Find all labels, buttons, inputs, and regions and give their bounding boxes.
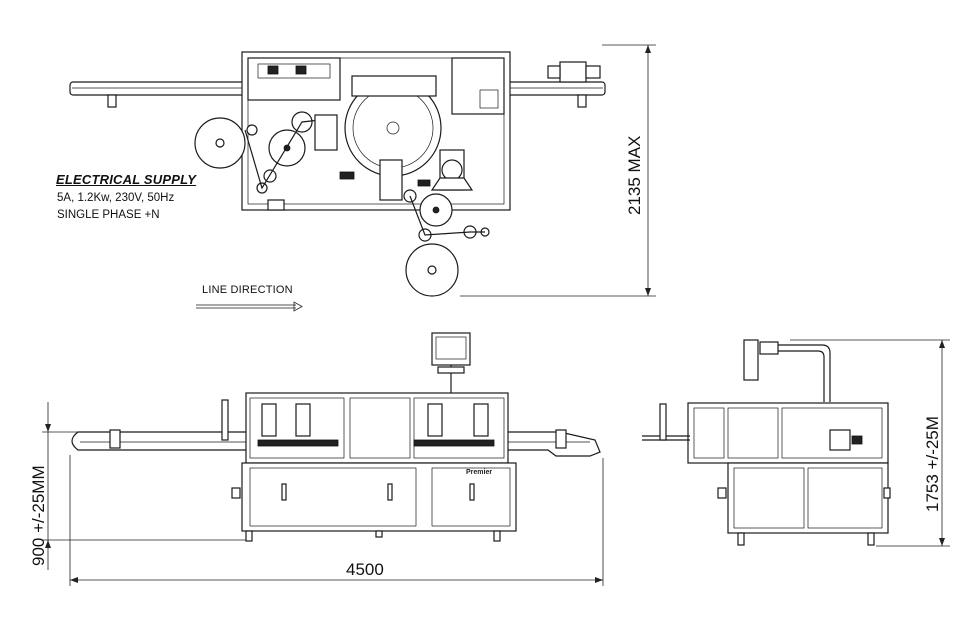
dim-conveyor-height: 900 +/-25MM (29, 465, 48, 566)
dim-machine-height: 1753 +/-25M (923, 416, 942, 512)
dimension-1753: 1753 +/-25M (790, 339, 950, 547)
dim-overall-length: 4500 (346, 560, 384, 579)
line-direction-label: LINE DIRECTION (202, 284, 293, 296)
side-view (642, 339, 891, 546)
dimension-900: 900 +/-25MM (29, 402, 246, 570)
dim-height-max: 2135 MAX (625, 136, 644, 215)
electrical-supply-title: ELECTRICAL SUPPLY (56, 172, 197, 187)
plan-view (69, 51, 606, 297)
dimension-2135: 2135 MAX (460, 44, 656, 297)
dimension-4500: 4500 (69, 455, 604, 586)
line-direction-arrow (196, 301, 303, 312)
front-view: Premier (71, 332, 601, 542)
electrical-supply-phase: SINGLE PHASE +N (57, 209, 160, 221)
electrical-supply-spec: 5A, 1.2Kw, 230V, 50Hz (57, 192, 175, 204)
brand-label: Premier (466, 469, 492, 476)
